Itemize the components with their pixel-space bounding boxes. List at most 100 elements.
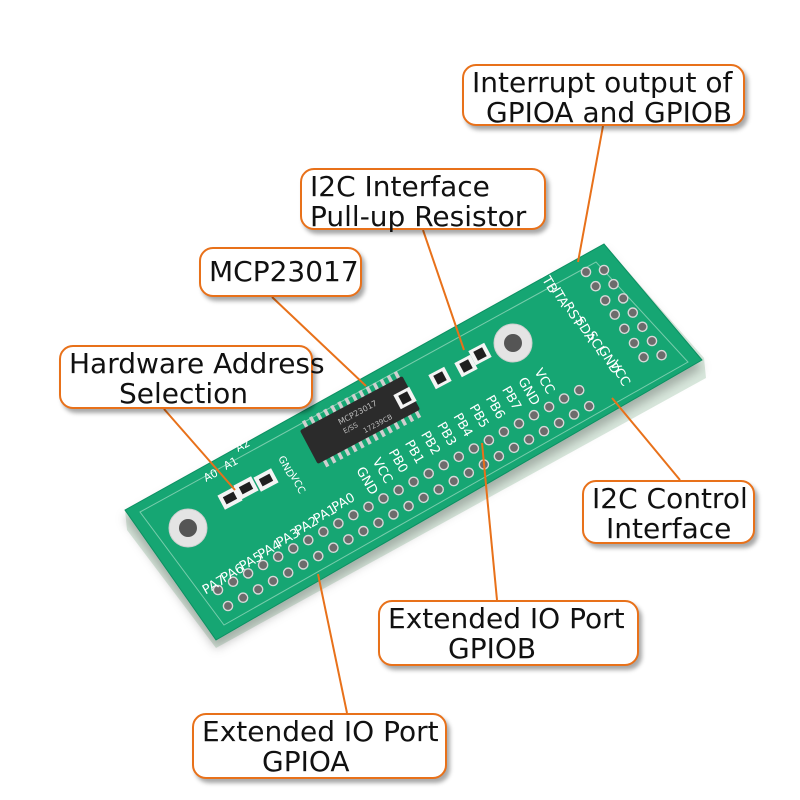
header-pin [558, 393, 570, 404]
chip-lead [323, 408, 330, 418]
header-pin [378, 493, 389, 504]
chip-lead [336, 451, 344, 460]
chip-lead [371, 432, 379, 442]
header-pin [498, 426, 510, 438]
chip-lead [301, 419, 309, 429]
header-pin [222, 600, 234, 612]
header-pin [580, 266, 592, 278]
header-pin [493, 450, 505, 462]
header-pin [598, 264, 610, 276]
i2c-control-pin-rows [580, 264, 667, 363]
header-pin [508, 442, 520, 454]
mounting-hole-right [493, 323, 533, 363]
leader-lines [163, 125, 681, 714]
chip-lead [351, 393, 359, 403]
callout-i2cctrl-line1: I2C Control [592, 482, 748, 515]
chip-lead [343, 447, 351, 457]
leader-hwaddr [163, 408, 236, 491]
callout-mcp23017: MCP23017 [199, 247, 362, 297]
leader-pullup [422, 229, 465, 351]
callout-interrupt-line1: Interrupt output of [472, 66, 733, 99]
pullup-resistor-3 [454, 354, 478, 378]
header-pin [237, 592, 249, 604]
header-pin [282, 567, 294, 579]
chip-lead [414, 409, 422, 419]
chip-lead [322, 458, 330, 468]
callout-pullup-line2: Pull-up Resistor [310, 200, 527, 233]
callout-pullup-resistor: I2C Interface Pull-up Resistor [300, 168, 546, 233]
chip-lead [357, 439, 365, 449]
header-pin [343, 534, 354, 545]
callout-interrupt-output: Interrupt output of GPIOA and GPIOB [462, 64, 745, 128]
callout-gpioa: Extended IO Port GPIOA [192, 713, 447, 779]
header-pin [590, 280, 601, 292]
header-pin [453, 451, 465, 463]
gpioa-pin-row [222, 400, 595, 612]
callout-gpiob: Extended IO Port GPIOB [378, 600, 639, 666]
chip-lead [407, 413, 415, 423]
chip-lead [393, 370, 401, 380]
header-pin [609, 309, 621, 320]
header-pin [312, 550, 324, 562]
header-pin [448, 475, 460, 487]
header-pin [393, 484, 404, 496]
chip-lead [386, 424, 393, 434]
header-pin [583, 400, 595, 412]
header-pin [272, 551, 284, 563]
address-jumper-a1 [233, 476, 259, 500]
chip-lead [364, 436, 372, 445]
header-pin [302, 534, 314, 546]
chip-lead [337, 401, 345, 410]
header-pin [423, 468, 435, 479]
header-pin [328, 542, 339, 554]
callout-pullup-line1: I2C Interface [310, 170, 490, 203]
chip-lead [330, 404, 337, 414]
leader-i2c-control [611, 397, 681, 481]
callout-hardware-address: Hardware Address Selection [59, 345, 325, 410]
callout-i2cctrl-line2: Interface [606, 512, 732, 545]
header-pin [297, 559, 309, 570]
chip-lead [372, 382, 380, 391]
chip-lead [358, 389, 366, 399]
header-pin [573, 384, 585, 396]
header-pin [287, 543, 299, 554]
address-jumper-a2 [253, 468, 279, 492]
header-pin [468, 443, 480, 454]
chip-lead [350, 443, 358, 453]
header-pin [638, 351, 649, 363]
leader-gpiob [481, 442, 498, 601]
header-pin [628, 337, 640, 349]
header-pin [418, 492, 429, 504]
header-pin [363, 501, 374, 513]
header-pin [257, 559, 269, 571]
header-pin [212, 584, 224, 596]
header-pin [433, 484, 445, 495]
addr-label-a0: A0 [201, 466, 220, 484]
header-pin [388, 509, 399, 520]
callout-i2c-control: I2C Control Interface [582, 480, 755, 544]
pullup-resistor-2 [428, 366, 452, 390]
callout-hwaddr-line2: Selection [119, 377, 249, 410]
header-pin [348, 509, 359, 521]
header-pin [438, 459, 450, 471]
header-pin [568, 409, 580, 420]
chip-lead [344, 397, 352, 406]
pcb-board [124, 243, 703, 641]
silkscreen-outline [139, 261, 689, 626]
header-pin [627, 307, 639, 318]
header-pin [553, 417, 565, 429]
leader-mcp [271, 296, 367, 387]
header-pin [538, 425, 550, 437]
pullup-resistor-4 [468, 342, 492, 366]
header-pin [617, 293, 629, 304]
callout-mcp-line1: MCP23017 [209, 255, 359, 288]
chip-lead [393, 421, 401, 430]
callout-gpioa-line2: GPIOA [262, 745, 350, 778]
header-pin [408, 476, 419, 488]
gpiob-pin-row [212, 384, 585, 596]
chip-lead [365, 386, 373, 395]
callout-hwaddr-line1: Hardware Address [69, 347, 325, 380]
header-pin [608, 278, 619, 290]
callout-gpioa-line1: Extended IO Port [202, 715, 439, 748]
